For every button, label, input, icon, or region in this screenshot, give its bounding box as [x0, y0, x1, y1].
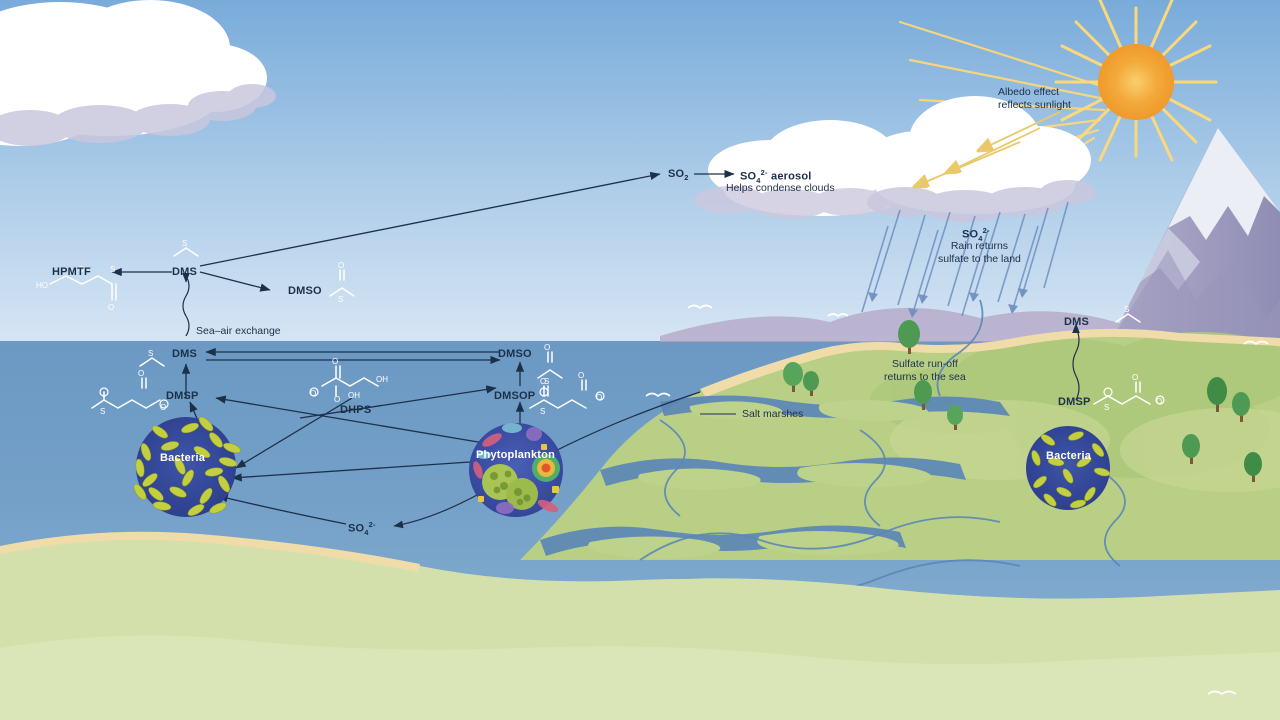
svg-text:O: O: [596, 393, 602, 402]
label-hpmtf: HPMTF: [52, 266, 91, 278]
charge-circles: [99, 387, 1165, 409]
svg-text:O: O: [1132, 373, 1138, 382]
caption-sulfate-runoff: Sulfate run-off returns to the sea: [884, 358, 966, 384]
label-dmsp-sea: DMSP: [166, 390, 199, 402]
svg-text:O: O: [334, 395, 340, 404]
svg-text:O: O: [138, 369, 144, 378]
birds: [645, 304, 1269, 695]
label-dhps: DHPS: [340, 404, 372, 416]
svg-text:O: O: [78, 265, 84, 274]
label-dmsp-land: DMSP: [1058, 396, 1091, 408]
svg-text:S: S: [540, 407, 545, 416]
svg-text:O: O: [544, 343, 550, 352]
svg-text:S: S: [1104, 403, 1109, 412]
svg-text:S: S: [544, 377, 549, 386]
label-dms-land: DMS: [1064, 316, 1090, 328]
phytoplankton-cluster: [469, 423, 563, 517]
label-salt-marshes: Salt marshes: [742, 408, 804, 420]
label-dms-sea: DMS: [172, 348, 198, 360]
svg-text:S: S: [182, 239, 187, 248]
svg-text:S: S: [1124, 305, 1129, 314]
label-dmsop-sea: DMSOP: [494, 390, 536, 402]
label-bacteria-land: Bacteria: [1046, 450, 1092, 462]
label-so4-aerosol: SO42- aerosol: [740, 168, 812, 185]
caption-helps-condense-clouds: Helps condense clouds: [726, 182, 835, 194]
svg-text:O: O: [332, 357, 338, 366]
svg-text:HO: HO: [36, 281, 48, 290]
label-dms-air: DMS: [172, 266, 198, 278]
bacteria-land-cluster: [1026, 426, 1111, 510]
label-phytoplankton: Phytoplankton: [476, 449, 555, 461]
label-so4-sea: SO42-: [348, 520, 376, 537]
svg-text:O: O: [578, 371, 584, 380]
svg-text:O: O: [540, 377, 546, 386]
svg-text:S: S: [148, 349, 153, 358]
svg-text:S: S: [110, 265, 115, 274]
svg-text:S: S: [100, 407, 105, 416]
bacteria-ocean-cluster: [133, 416, 241, 517]
svg-text:OH: OH: [348, 391, 360, 400]
mountain: [1110, 128, 1280, 342]
svg-text:O: O: [108, 303, 114, 312]
caption-albedo-effect: Albedo effect reflects sunlight: [998, 86, 1071, 112]
molecules: [49, 247, 1151, 409]
trees: [783, 320, 1262, 482]
rain-streaks: [861, 201, 1069, 317]
svg-text:O: O: [338, 261, 344, 270]
caption-rain-returns-sulfate: Rain returns sulfate to the land: [938, 240, 1021, 266]
label-dmso-air: DMSO: [288, 285, 322, 297]
label-so4-rain: SO42-: [962, 226, 990, 243]
svg-text:OH: OH: [376, 375, 388, 384]
svg-text:O: O: [310, 389, 316, 398]
label-dmso-sea: DMSO: [498, 348, 532, 360]
caption-sea-air-exchange: Sea–air exchange: [196, 325, 281, 337]
label-so2: SO2: [668, 168, 689, 183]
svg-text:O: O: [1156, 397, 1162, 406]
svg-text:O: O: [160, 403, 166, 412]
atom-labels: HO O S O S O S S S O O O O O OH OH O S O…: [36, 239, 1162, 416]
label-bacteria-ocean: Bacteria: [160, 452, 206, 464]
svg-text:S: S: [338, 295, 343, 304]
